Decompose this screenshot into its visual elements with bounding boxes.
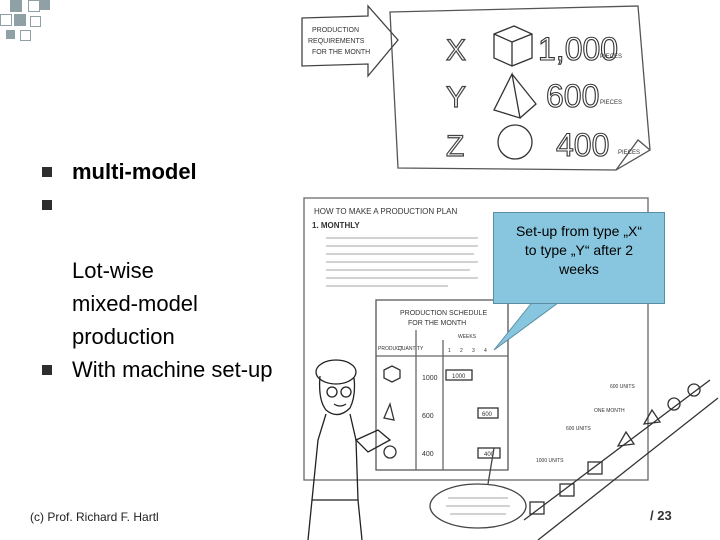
corner-decoration xyxy=(0,0,60,45)
col-quantity: QUANTITY xyxy=(398,346,424,352)
bullet-text: multi-model xyxy=(72,159,197,184)
week-1: 1 xyxy=(448,348,451,354)
conveyor-label-3: 600 UNITS xyxy=(566,426,591,432)
bullet-marker-icon xyxy=(42,200,52,210)
unit-x: PIECES xyxy=(600,54,622,60)
schedule-title-line1: PRODUCTION SCHEDULE xyxy=(400,310,487,317)
conveyor-label-4: 1000 UNITS xyxy=(536,458,564,464)
type-z-label: Z xyxy=(446,130,464,163)
bullet-machine-setup: With machine set-up xyxy=(42,353,312,386)
week-3: 3 xyxy=(472,348,475,354)
bullet-text: With machine set-up xyxy=(72,357,273,382)
quantity-x: 1000 xyxy=(422,375,438,382)
footer-copyright: (c) Prof. Richard F. Hartl xyxy=(30,510,159,524)
bullet-text: Lot-wise mixed-model production xyxy=(72,258,198,349)
quantity-z: 400 xyxy=(422,451,434,458)
small-sphere-icon xyxy=(383,445,397,459)
qty-y: 600 xyxy=(546,78,599,114)
bullet-marker-icon xyxy=(42,365,52,375)
conveyor-label-1: 600 UNITS xyxy=(610,384,635,390)
bar-z xyxy=(477,447,501,459)
bullet-lot-wise: Lot-wise mixed-model production xyxy=(42,188,312,353)
plan-section: 1. MONTHLY xyxy=(312,221,360,230)
week-4: 4 xyxy=(484,348,487,354)
bar-label-z: 400 xyxy=(484,452,495,458)
arrow-text-line2: REQUIREMENTS xyxy=(308,38,365,45)
bullet-multi-model: multi-model xyxy=(42,155,312,188)
col-product: PRODUCT xyxy=(378,346,403,352)
arrow-text-line1: PRODUCTION xyxy=(312,27,359,34)
callout-box xyxy=(493,212,665,304)
bar-label-x: 1000 xyxy=(452,374,466,380)
plan-title: HOW TO MAKE A PRODUCTION PLAN xyxy=(314,207,458,216)
week-2: 2 xyxy=(460,348,463,354)
bullet-list: multi-model Lot-wise mixed-model product… xyxy=(42,155,312,386)
col-weeks: WEEKS xyxy=(458,334,477,340)
cube-shape-icon xyxy=(493,25,533,67)
speech-bubble xyxy=(429,483,527,529)
type-x-label: X xyxy=(446,34,466,67)
bar-x xyxy=(445,369,473,381)
unit-y: PIECES xyxy=(600,100,622,106)
callout-text: Set-up from type „X“ to type „Y“ after 2… xyxy=(515,223,643,277)
bullet-marker-icon xyxy=(42,167,52,177)
conveyor-belt xyxy=(523,379,719,540)
pyramid-shape-icon xyxy=(493,71,537,119)
qty-z: 400 xyxy=(556,127,609,163)
arrow-text-line3: FOR THE MONTH xyxy=(312,49,370,56)
bar-y xyxy=(477,407,499,419)
conveyor-label-2: ONE MONTH xyxy=(594,408,625,414)
schedule-title-line2: FOR THE MONTH xyxy=(408,320,466,327)
small-pyramid-icon xyxy=(383,401,395,421)
footer-page-number: / 23 xyxy=(650,508,672,523)
type-y-label: Y xyxy=(446,81,466,114)
qty-x: 1,000 xyxy=(538,31,618,67)
bar-label-y: 600 xyxy=(482,412,493,418)
unit-z: PIECES xyxy=(618,150,640,156)
production-plan-illustration: PRODUCTION REQUIREMENTS FOR THE MONTH X … xyxy=(301,4,719,540)
small-cube-icon xyxy=(383,365,401,383)
worker-figure xyxy=(307,359,392,540)
sphere-shape-icon xyxy=(497,124,533,160)
quantity-y: 600 xyxy=(422,413,434,420)
